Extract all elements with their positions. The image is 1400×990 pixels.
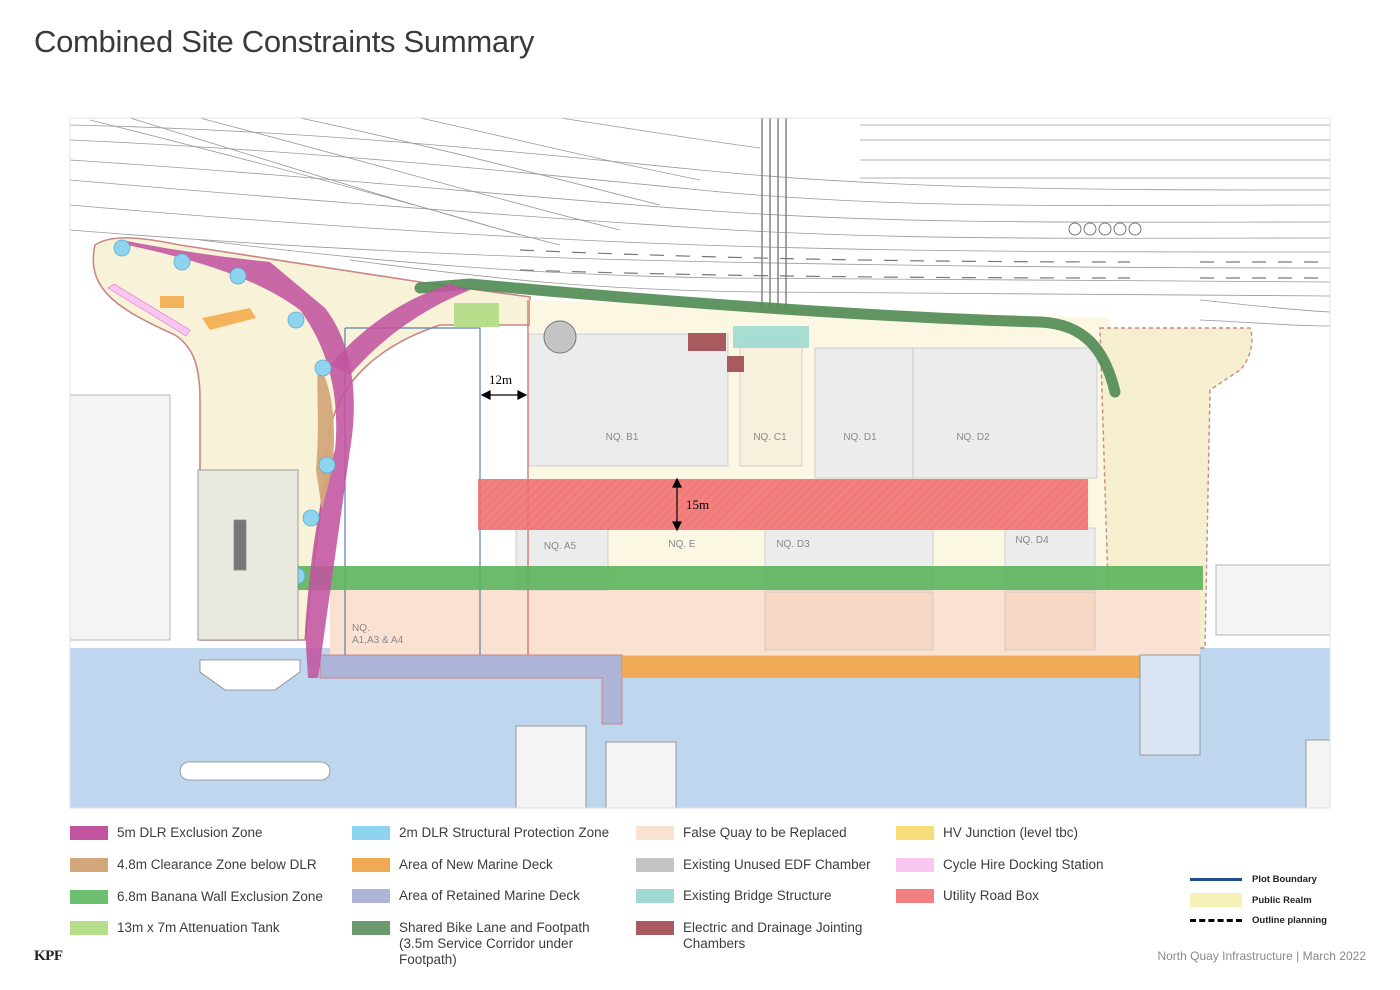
legend-item-bike-lane: Shared Bike Lane and Footpath (3.5m Serv… (352, 920, 619, 968)
legend-item-dlr-protection: 2m DLR Structural Protection Zone (352, 825, 609, 841)
round-features (1068, 222, 1142, 236)
key-label: Outline planning (1252, 914, 1327, 926)
legend-item-new-marine-deck: Area of New Marine Deck (352, 857, 553, 873)
legend-label: 5m DLR Exclusion Zone (117, 825, 263, 840)
legend-item-retained-marine-deck: Area of Retained Marine Deck (352, 888, 580, 904)
key-swatch (1190, 872, 1242, 886)
footer-text: North Quay Infrastructure | March 2022 (1157, 949, 1366, 963)
label-nq-a-line1: NQ. (352, 623, 370, 634)
shared-bike-lane (414, 278, 1121, 398)
key-label: Plot Boundary (1252, 873, 1317, 885)
edf-chamber (543, 320, 577, 354)
legend-label: 6.8m Banana Wall Exclusion Zone (117, 889, 323, 904)
label-nq-c1: NQ. C1 (753, 432, 787, 443)
label-nq-a5: NQ. A5 (544, 541, 577, 552)
label-nq-d2: NQ. D2 (956, 432, 990, 443)
bridge-structure (733, 326, 809, 348)
legend-swatch (70, 921, 108, 935)
legend-label: Utility Road Box (943, 888, 1040, 903)
key-swatch (1190, 913, 1242, 927)
key-public-realm: Public Realm (1190, 893, 1312, 907)
legend-swatch (896, 826, 934, 840)
legend-label: Electric and Drainage Jointing Chambers (683, 920, 863, 951)
legend-label: HV Junction (level tbc) (943, 825, 1079, 840)
label-nq-e: NQ. E (668, 539, 696, 550)
legend-item-utility-road-box: Utility Road Box (896, 888, 1039, 904)
left-building (70, 394, 171, 641)
dlr-branch (330, 284, 470, 375)
legend-label: Existing Unused EDF Chamber (683, 857, 871, 872)
south-structures (515, 654, 1330, 808)
building-plots (515, 333, 1098, 651)
legend-swatch (636, 826, 674, 840)
banana-wall-exclusion-zone (288, 566, 1203, 590)
key-outline-planning: Outline planning (1190, 913, 1327, 927)
legend-item-attenuation: 13m x 7m Attenuation Tank (70, 920, 280, 936)
legend-swatch (70, 858, 108, 872)
legend-swatch (896, 858, 934, 872)
legend-item-clearance: 4.8m Clearance Zone below DLR (70, 857, 317, 873)
legend-swatch (896, 889, 934, 903)
map-frame (69, 117, 1331, 809)
legend-swatch (352, 858, 390, 872)
legend-label: False Quay to be Replaced (683, 825, 847, 840)
track-dashes (519, 249, 1330, 279)
legend-swatch (352, 889, 390, 903)
clearance-zone (316, 365, 335, 510)
right-building (1215, 564, 1330, 636)
legend-swatch (70, 890, 108, 904)
legend-item-hv-junction: HV Junction (level tbc) (896, 825, 1078, 841)
legend-label: Area of Retained Marine Deck (399, 888, 580, 903)
dimension-15m (672, 477, 682, 532)
key-plot-boundary: Plot Boundary (1190, 872, 1317, 886)
legend-swatch (352, 826, 390, 840)
new-marine-deck (622, 656, 1142, 678)
retained-marine-deck (319, 654, 623, 725)
label-dim-12m: 12m (489, 372, 512, 387)
legend-label: Shared Bike Lane and Footpath (3.5m Serv… (399, 920, 590, 967)
hv-junction (202, 308, 256, 330)
label-nq-a-line2: A1,A3 & A4 (352, 635, 404, 646)
legend-item-jointing-chambers: Electric and Drainage Jointing Chambers (636, 920, 873, 952)
legend-label: 4.8m Clearance Zone below DLR (117, 857, 317, 872)
dimension-12m (480, 390, 528, 400)
legend-swatch (636, 858, 674, 872)
jointing-chamber-2 (727, 356, 744, 372)
jetty (179, 469, 331, 781)
legend-label: Cycle Hire Docking Station (943, 857, 1104, 872)
legend-item-banana-wall: 6.8m Banana Wall Exclusion Zone (70, 889, 323, 905)
label-nq-d3: NQ. D3 (776, 539, 810, 550)
hv-junction-small (160, 296, 184, 308)
viaduct-columns (761, 118, 787, 330)
legend-item-dlr-exclusion: 5m DLR Exclusion Zone (70, 825, 263, 841)
legend-label: 2m DLR Structural Protection Zone (399, 825, 610, 840)
legend-label: Area of New Marine Deck (399, 857, 553, 872)
legend-item-edf-chamber: Existing Unused EDF Chamber (636, 857, 871, 873)
legend-label: 13m x 7m Attenuation Tank (117, 920, 280, 935)
kpf-logo: KPF (34, 948, 63, 964)
legend-item-cycle-hire: Cycle Hire Docking Station (896, 857, 1104, 873)
jointing-chamber-1 (688, 333, 726, 351)
legend-swatch (636, 889, 674, 903)
attenuation-tank (454, 303, 499, 327)
legend-label: Existing Bridge Structure (683, 888, 832, 903)
legend-item-bridge: Existing Bridge Structure (636, 888, 832, 904)
legend-swatch (636, 921, 674, 935)
legend-item-false-quay: False Quay to be Replaced (636, 825, 847, 841)
label-nq-d1: NQ. D1 (843, 432, 877, 443)
cycle-hire (107, 283, 191, 337)
key-swatch (1190, 893, 1242, 907)
label-dim-15m: 15m (686, 497, 709, 512)
legend-swatch (70, 826, 108, 840)
key-label: Public Realm (1252, 894, 1312, 906)
label-nq-d4: NQ. D4 (1015, 535, 1049, 546)
rail-linework (70, 118, 1330, 327)
legend-swatch (352, 921, 390, 935)
label-nq-b1: NQ. B1 (606, 432, 639, 443)
page-title: Combined Site Constraints Summary (34, 24, 535, 59)
